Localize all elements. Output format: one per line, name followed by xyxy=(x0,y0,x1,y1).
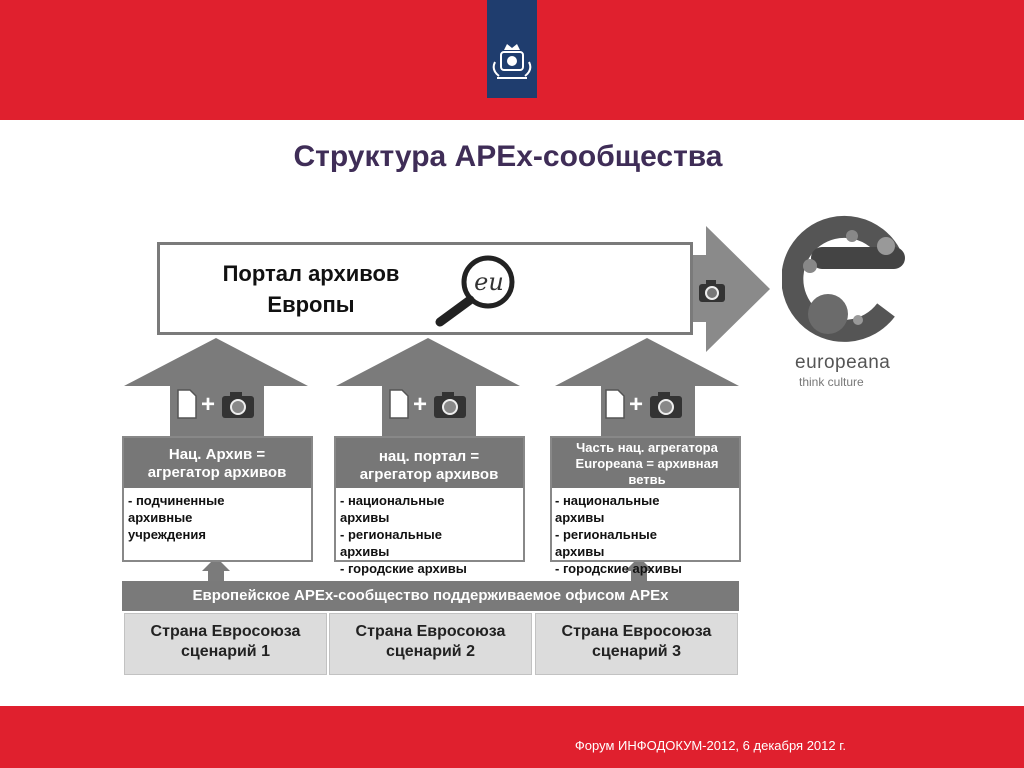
aggregator-head-text-3: Часть нац. агрегатора Europeana = архивн… xyxy=(575,440,719,487)
aggregator-head-1 xyxy=(124,438,311,488)
up-arrow-1 xyxy=(124,338,308,436)
aggregator-list-3: - национальные архивы - региональные арх… xyxy=(555,493,682,593)
europeana-tagline: think culture xyxy=(799,375,864,389)
page-title: Структура APEx-сообщества xyxy=(293,140,723,173)
up-arrow-2 xyxy=(336,338,520,436)
small-arrow-2 xyxy=(625,557,653,583)
scenario-box-3 xyxy=(535,613,738,675)
scenario-text-3: Страна Евросоюза сценарий 3 xyxy=(561,623,712,660)
footer-text: Форум ИНФОДОКУМ-2012, 6 декабря 2012 г. xyxy=(574,738,846,753)
europeana-name: europeana xyxy=(795,352,891,373)
support-text: Европейское APEx-сообщество поддерживаем… xyxy=(192,587,669,604)
plus-sign: + xyxy=(201,391,215,418)
scenario-box-2 xyxy=(329,613,532,675)
doc-camera-icons-1: + xyxy=(177,389,254,419)
aggregator-head-text-2: нац. портал = агрегатор архивов xyxy=(359,448,499,483)
magnifier-icon: eu xyxy=(435,255,515,327)
plus-sign: + xyxy=(413,391,427,418)
aggregator-head-2 xyxy=(336,438,523,488)
crown-emblem-icon xyxy=(492,44,532,79)
aggregator-head-text-1: Нац. Архив = агрегатор архивов xyxy=(147,446,287,481)
europeana-logo-icon xyxy=(782,215,905,342)
document-icon xyxy=(605,389,625,419)
doc-camera-icons-2: + xyxy=(389,389,466,419)
camera-icon xyxy=(699,280,725,302)
scenario-box-1 xyxy=(124,613,327,675)
bottom-band xyxy=(0,706,1024,768)
scenario-text-1: Страна Евросоюза сценарий 1 xyxy=(150,623,301,660)
support-bar xyxy=(122,581,739,611)
scenario-text-2: Страна Евросоюза сценарий 2 xyxy=(355,623,506,660)
magnifier-logo-text: eu xyxy=(474,268,504,296)
portal-label: Портал архивов Европы xyxy=(222,261,400,317)
aggregator-list-2: - национальные архивы - региональные арх… xyxy=(340,493,467,593)
small-arrow-1 xyxy=(202,557,230,583)
doc-camera-icons-3: + xyxy=(605,389,682,419)
aggregator-head-3 xyxy=(552,438,739,488)
aggregator-list-1: - подчиненные архивные учреждения xyxy=(128,493,225,542)
portal-box xyxy=(157,242,693,335)
up-arrow-3 xyxy=(555,338,739,436)
document-icon xyxy=(389,389,409,419)
document-icon xyxy=(177,389,197,419)
emblem xyxy=(487,0,537,98)
plus-sign: + xyxy=(629,391,643,418)
